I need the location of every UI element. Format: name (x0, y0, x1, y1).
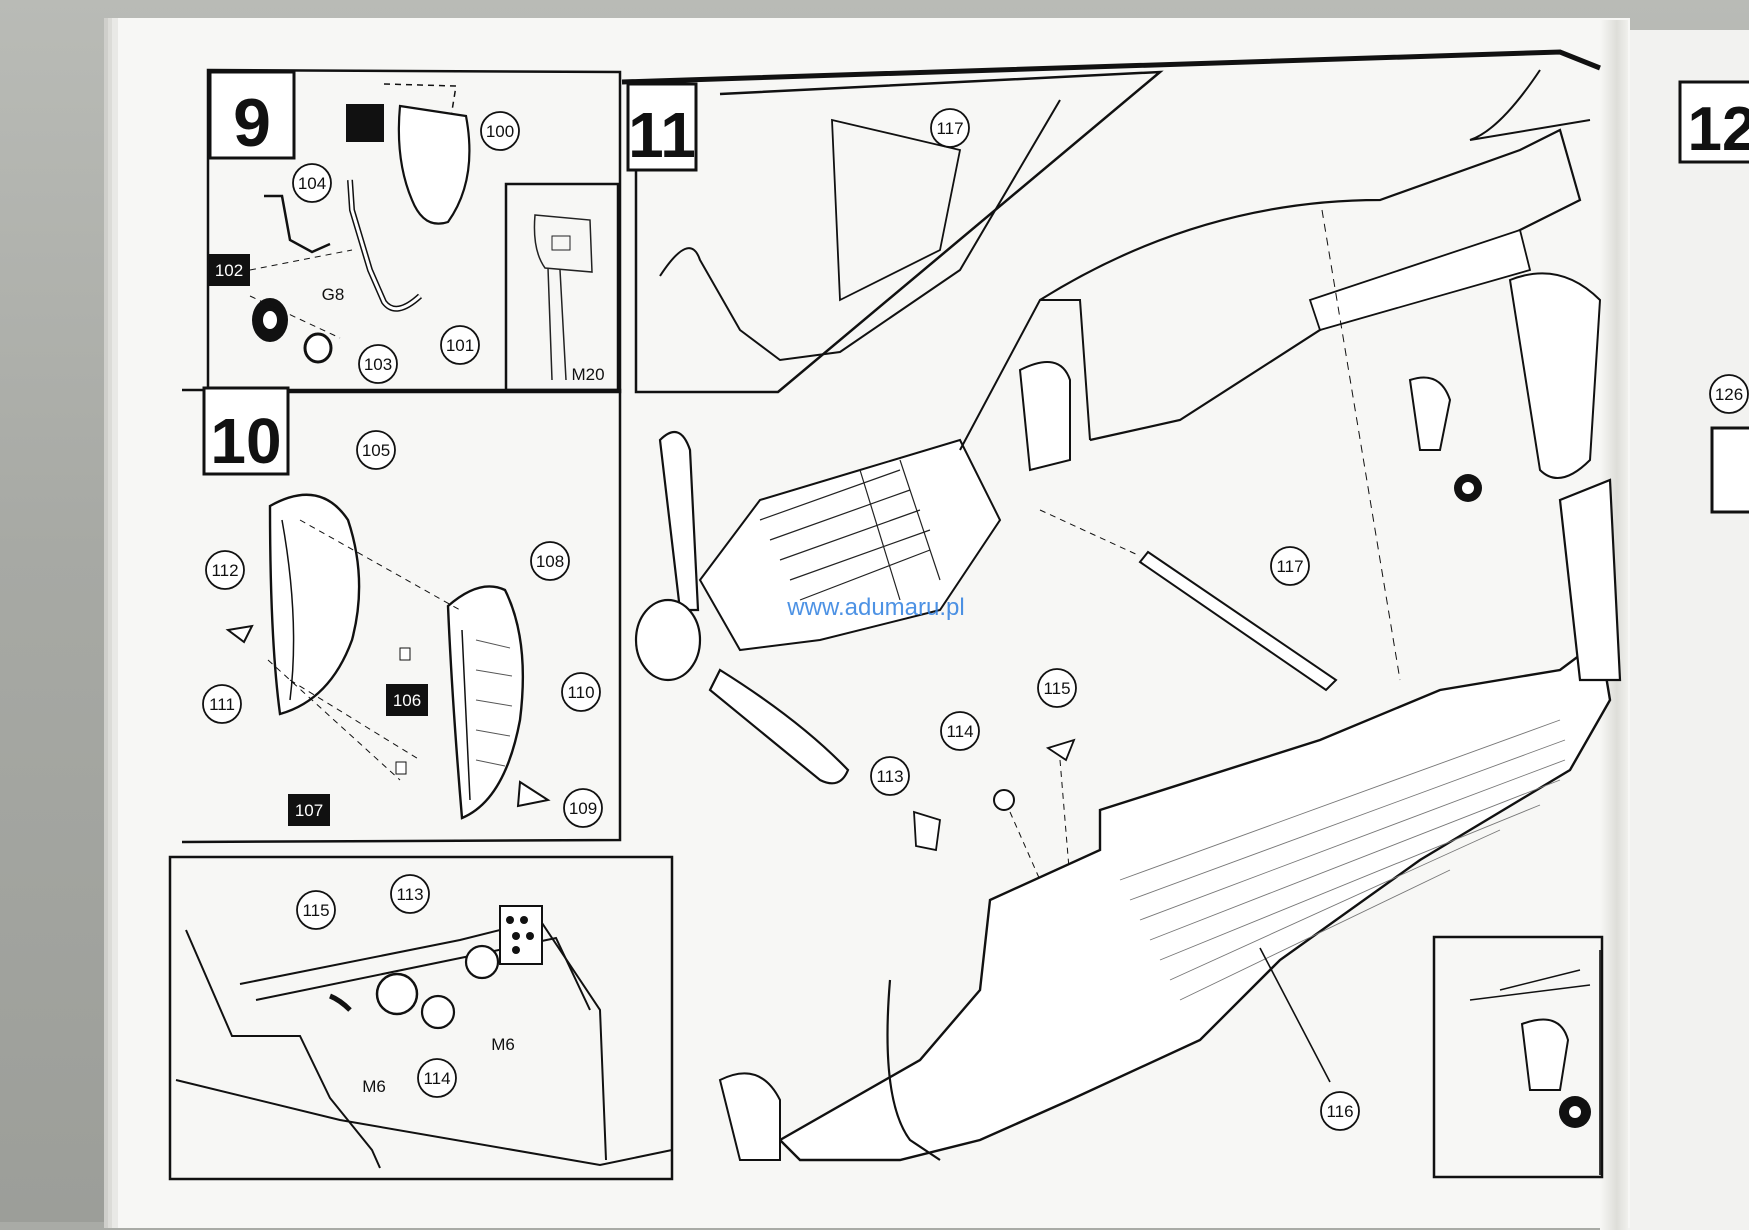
callout-103: 103 (364, 355, 392, 374)
instrument-panel (499, 905, 543, 965)
callout-115-main: 115 (1043, 679, 1070, 698)
callout-112: 112 (211, 561, 238, 580)
callout-116: 116 (1326, 1102, 1353, 1121)
fuselage-upper-outline (1039, 128, 1582, 442)
step-11-box (626, 82, 698, 172)
callout-113-main: 113 (876, 767, 903, 786)
callout-117-main: 117 (1276, 557, 1303, 576)
callout-108: 108 (536, 552, 564, 571)
step-9-box (208, 70, 296, 160)
callout-126: 126 (1715, 385, 1743, 404)
propeller-blade-lower (708, 668, 850, 785)
tailwheel-inset (1432, 935, 1604, 1179)
wheel-door-right (446, 585, 525, 820)
wheel-door-left (268, 493, 361, 716)
step-10-number: 10 (210, 405, 281, 477)
callout-114-cockpit: 114 (423, 1069, 450, 1088)
nose-fairing (718, 1072, 781, 1161)
callout-113-cockpit: 113 (396, 885, 423, 904)
callout-100: 100 (486, 122, 514, 141)
hub-103 (303, 332, 333, 364)
m20-label: M20 (571, 365, 604, 384)
wheel-cover-part (397, 104, 471, 225)
spinner (634, 598, 702, 682)
right-page (1616, 30, 1749, 1230)
g8-label: G8 (322, 285, 345, 304)
gauge-114 (375, 972, 419, 1016)
engine-block (698, 438, 1002, 652)
bar-117 (1138, 550, 1338, 692)
callout-111: 111 (209, 695, 235, 714)
step-12-number: 12 (1688, 95, 1749, 164)
callout-117-inset: 117 (936, 119, 963, 138)
landing-leg (347, 179, 423, 312)
callout-107: 107 (295, 801, 323, 820)
step-12-panel: 12 126 (1678, 80, 1749, 514)
m6-label-left: M6 (362, 1077, 386, 1096)
step-11-panel: 11 117 117 115 114 (626, 69, 1622, 1179)
black-marked-part (346, 104, 384, 142)
pilot-seat (1018, 361, 1071, 472)
top-rule (621, 49, 1601, 85)
tail-rudder-half (1508, 272, 1602, 479)
step-9-number: 9 (233, 85, 271, 161)
cockpit-inset-panel: 115 113 M6 M6 114 (168, 855, 674, 1181)
callout-101: 101 (446, 336, 474, 355)
step-11-inset-frame (634, 70, 1164, 394)
callout-102: 102 (215, 261, 243, 280)
fin (1558, 478, 1622, 682)
callout-110: 110 (567, 683, 594, 702)
callout-114-main: 114 (946, 722, 973, 741)
step-10-box (202, 386, 290, 476)
m6-label-right: M6 (491, 1035, 515, 1054)
step-11-number: 11 (628, 99, 696, 171)
step-12-box (1678, 80, 1749, 164)
step-9-panel: 9 M20 100 104 102 G8 101 103 (206, 68, 622, 394)
propeller-blade-upper (658, 430, 700, 612)
watermark: www.adumaru.pl (786, 594, 964, 621)
callout-115-cockpit: 115 (302, 901, 329, 920)
step-10-panel: 10 105 108 112 106 110 111 107 109 (181, 386, 622, 844)
callout-104: 104 (298, 174, 326, 193)
part-104 (264, 194, 331, 254)
callout-105: 105 (362, 441, 390, 460)
fuselage-half-116 (778, 637, 1612, 1162)
cockpit-frame-detail (831, 118, 962, 302)
callout-106: 106 (393, 691, 421, 710)
m20-inset (504, 182, 620, 392)
callout-109: 109 (569, 799, 597, 818)
